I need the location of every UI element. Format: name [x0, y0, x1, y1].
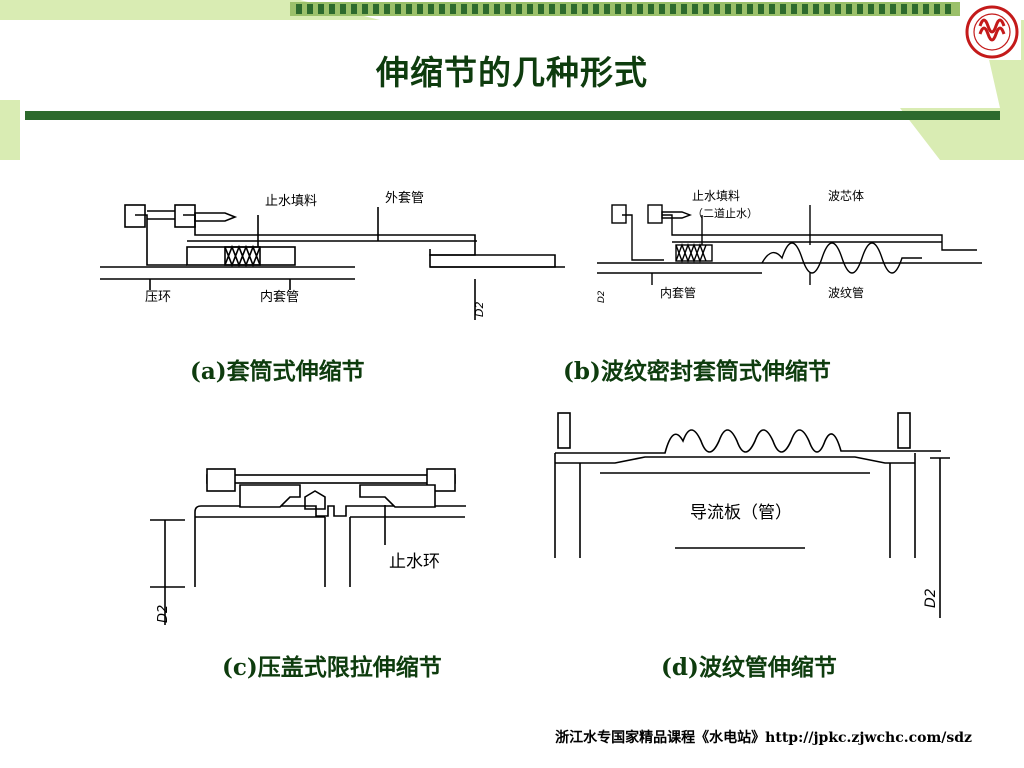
label-outer-sleeve: 外套管 [385, 190, 424, 206]
figure-d-bellows-joint: 导流板（管） D2 [554, 412, 950, 618]
label-seal-ring: 止水环 [389, 552, 440, 572]
label-dim-d: D2 [923, 588, 939, 608]
caption-c: (c)压盖式限拉伸缩节 [222, 654, 442, 681]
label-inner-sleeve-b: 内套管 [660, 285, 696, 300]
caption-b: (b)波纹密封套筒式伸缩节 [563, 358, 831, 385]
figure-a-sleeve-joint: 止水填料 外套管 压环 内套管 D2 [100, 190, 565, 320]
label-inner-sleeve: 内套管 [260, 289, 299, 305]
header-decoration [0, 0, 1024, 160]
caption-a: (a)套筒式伸缩节 [190, 358, 365, 385]
label-packing: 止水填料 [265, 194, 317, 209]
school-seal-icon [963, 4, 1021, 60]
label-dim-c: D2 [156, 605, 171, 623]
label-guide: 导流板（管） [690, 503, 792, 523]
label-bellows: 波纹管 [828, 285, 864, 300]
label-dim-b: D2 [597, 290, 607, 303]
label-packing-b: 止水填料 [692, 189, 740, 203]
figure-c-gland-joint: 止水环 D2 [150, 468, 475, 625]
slide-title: 伸缩节的几种形式 [376, 53, 648, 92]
label-gland: 压环 [145, 290, 171, 305]
label-dim: D2 [473, 302, 486, 317]
label-packing-note: （二道止水） [692, 206, 758, 220]
caption-d: (d)波纹管伸缩节 [661, 654, 837, 681]
label-core: 波芯体 [828, 189, 864, 203]
figure-b-bellows-sleeve-joint: 止水填料 （二道止水） 波芯体 内套管 波纹管 D2 [597, 189, 982, 303]
footer-source: 浙江水专国家精品课程《水电站》http://jpkc.zjwchc.com/sd… [555, 730, 972, 746]
